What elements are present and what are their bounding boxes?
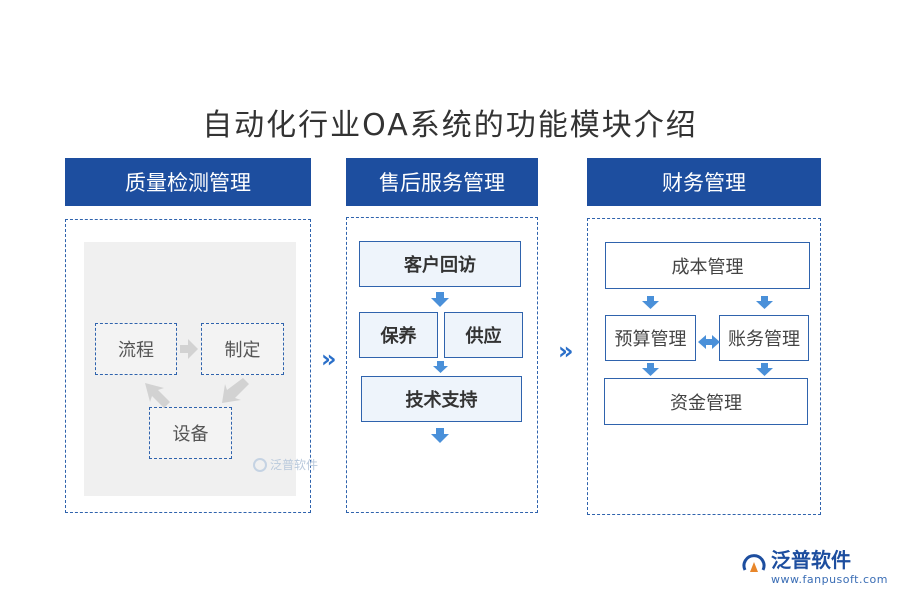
double-arrow-icon	[698, 335, 720, 349]
arrow-down-icon	[642, 296, 659, 309]
maintenance-label: 保养	[380, 326, 417, 347]
cost-label: 成本管理	[671, 256, 744, 278]
arrow-up-left-icon	[145, 383, 170, 408]
equipment-node: 设备	[149, 407, 232, 459]
brand-name: 泛普软件	[771, 548, 852, 572]
quality-watermark: 泛普软件	[253, 456, 318, 473]
finance-header: 财务管理	[587, 158, 821, 206]
fanpu-logo-icon	[742, 554, 766, 572]
tech-support-node: 技术支持	[361, 376, 522, 422]
customer-visit-label: 客户回访	[404, 255, 476, 276]
arrow-down-icon	[756, 296, 773, 309]
after-sales-panel	[346, 217, 538, 513]
supply-label: 供应	[465, 326, 502, 347]
quality-watermark-text: 泛普软件	[270, 458, 319, 472]
finance-header-label: 财务管理	[662, 171, 746, 195]
accounts-label: 账务管理	[728, 329, 800, 350]
formulate-node-label: 制定	[224, 340, 261, 361]
arrow-down-left-icon	[222, 378, 249, 403]
accounts-node: 账务管理	[719, 315, 809, 361]
brand-logo: 泛普软件 www.fanpusoft.com	[741, 544, 888, 586]
arrow-right-icon	[180, 339, 198, 359]
after-sales-header: 售后服务管理	[346, 158, 538, 206]
arrow-down-icon	[431, 428, 449, 443]
budget-label: 预算管理	[614, 329, 687, 350]
quality-header-label: 质量检测管理	[125, 171, 251, 195]
funds-node: 资金管理	[604, 378, 808, 425]
fanpu-logo-icon	[253, 457, 267, 472]
process-node: 流程	[95, 323, 177, 375]
finance-panel	[587, 218, 821, 515]
funds-label: 资金管理	[670, 392, 742, 414]
brand-url: www.fanpusoft.com	[771, 573, 888, 586]
quality-header: 质量检测管理	[65, 158, 311, 206]
quality-panel	[65, 219, 311, 513]
maintenance-node: 保养	[359, 312, 438, 358]
customer-visit-node: 客户回访	[359, 241, 521, 287]
supply-node: 供应	[444, 312, 523, 358]
page-title: 自动化行业OA系统的功能模块介绍	[202, 108, 698, 143]
formulate-node: 制定	[201, 323, 284, 375]
tech-support-label: 技术支持	[405, 390, 478, 411]
arrow-down-icon	[642, 363, 659, 376]
arrow-down-icon	[756, 363, 773, 376]
after-sales-header-label: 售后服务管理	[379, 171, 505, 195]
equipment-node-label: 设备	[172, 424, 209, 445]
budget-node: 预算管理	[605, 315, 696, 361]
arrow-down-icon	[431, 292, 449, 307]
cost-node: 成本管理	[605, 242, 810, 289]
arrow-down-icon	[433, 361, 448, 373]
process-node-label: 流程	[118, 340, 154, 361]
